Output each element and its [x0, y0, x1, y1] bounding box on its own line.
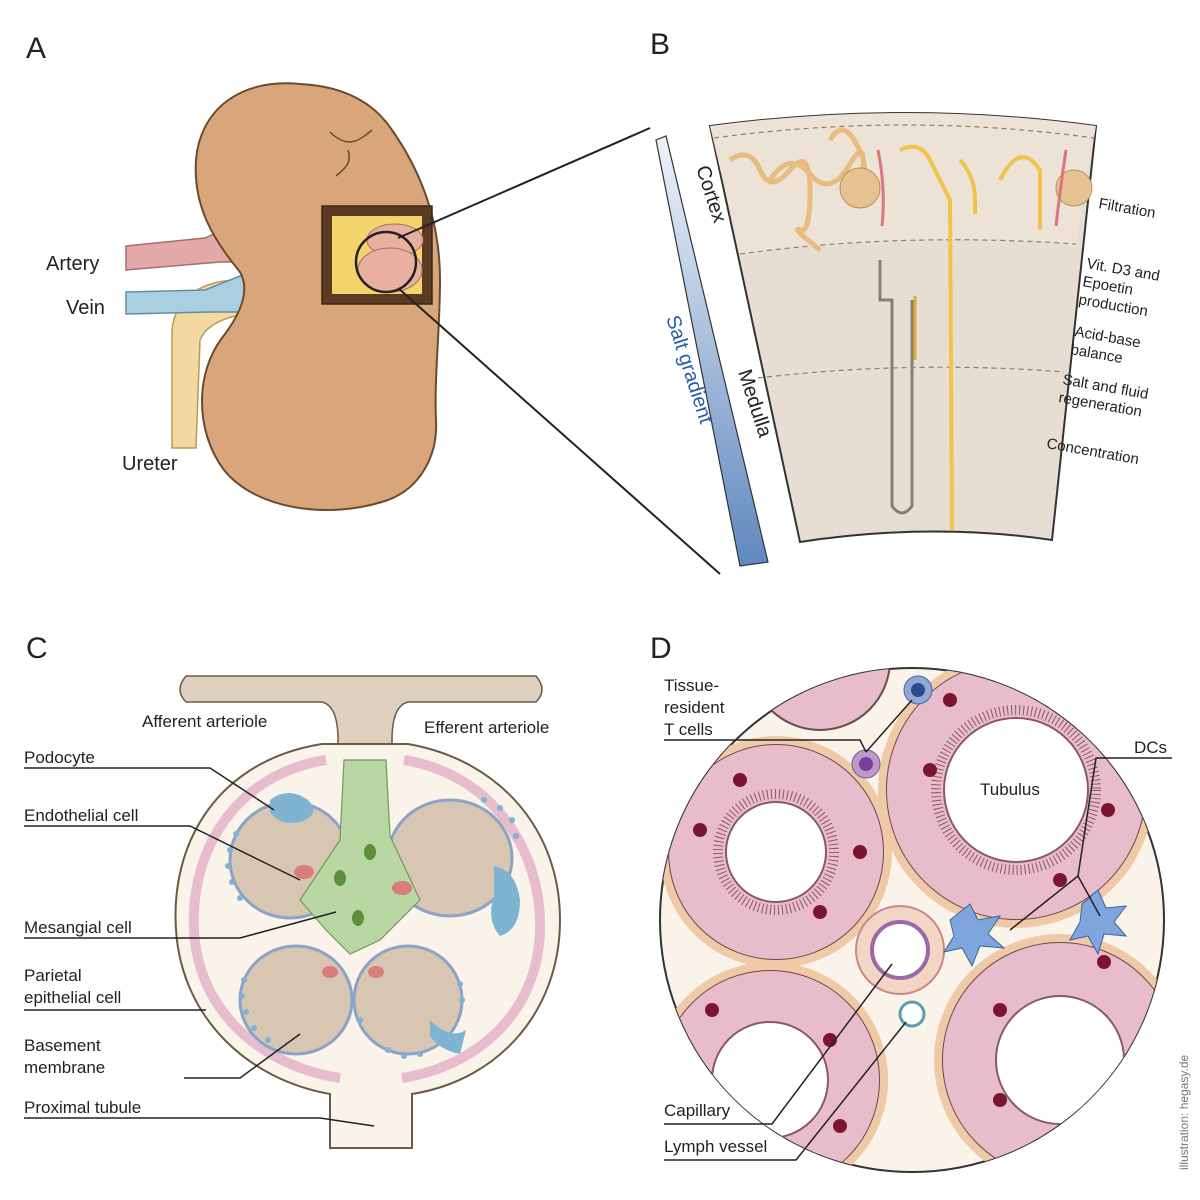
panel-d-letter: D	[650, 632, 672, 665]
zoom-line-top	[397, 127, 651, 239]
panel-a-letter: A	[26, 32, 46, 65]
nephron-section	[708, 112, 1098, 544]
glomerulus	[174, 675, 562, 1149]
zoom-line-bottom	[397, 287, 721, 575]
panel-c-letter: C	[26, 632, 48, 665]
afferent-arteriole-label: Afferent arteriole	[142, 712, 267, 731]
basement-label-line2: membrane	[24, 1058, 105, 1077]
tissue-section	[659, 667, 1165, 1173]
mesangium	[299, 759, 421, 955]
capillary-label: Capillary	[664, 1101, 731, 1120]
tubulus-label: Tubulus	[980, 780, 1040, 799]
proximal-tubule-label: Proximal tubule	[24, 1098, 141, 1117]
t-cells-label-line1: Tissue-	[664, 676, 719, 695]
kidney-cutaway	[321, 205, 433, 305]
basement-label-line1: Basement	[24, 1036, 101, 1055]
mesangial-cell-label: Mesangial cell	[24, 918, 132, 937]
salt-gradient-bar	[655, 135, 769, 567]
panel-d-labels: Tissue- resident T cells DCs Tubulus Cap…	[664, 676, 1167, 1156]
t-cells-label-line3: T cells	[664, 720, 713, 739]
parietal-label-line2: epithelial cell	[24, 988, 121, 1007]
endothelial-cell-label: Endothelial cell	[24, 806, 138, 825]
parietal-label-line1: Parietal	[24, 966, 82, 985]
kidney-shape	[194, 82, 442, 511]
credit-text: illustration: hegasy.de	[1177, 1054, 1191, 1170]
podocyte-label: Podocyte	[24, 748, 95, 767]
dcs-label: DCs	[1134, 738, 1167, 757]
ureter-label: Ureter	[122, 453, 178, 475]
panel-c-labels: Afferent arteriole Efferent arteriole Po…	[24, 712, 549, 1117]
panel-b-letter: B	[650, 28, 670, 61]
efferent-arteriole-label: Efferent arteriole	[424, 718, 549, 737]
vein-label: Vein	[66, 297, 105, 319]
t-cells-label-line2: resident	[664, 698, 725, 717]
lymph-vessel-label: Lymph vessel	[664, 1137, 767, 1156]
panel-d-leader-lines	[664, 699, 1172, 1161]
function-filtration: Filtration	[1097, 195, 1157, 222]
panel-c-leader-lines	[24, 767, 375, 1127]
artery-label: Artery	[46, 253, 99, 275]
